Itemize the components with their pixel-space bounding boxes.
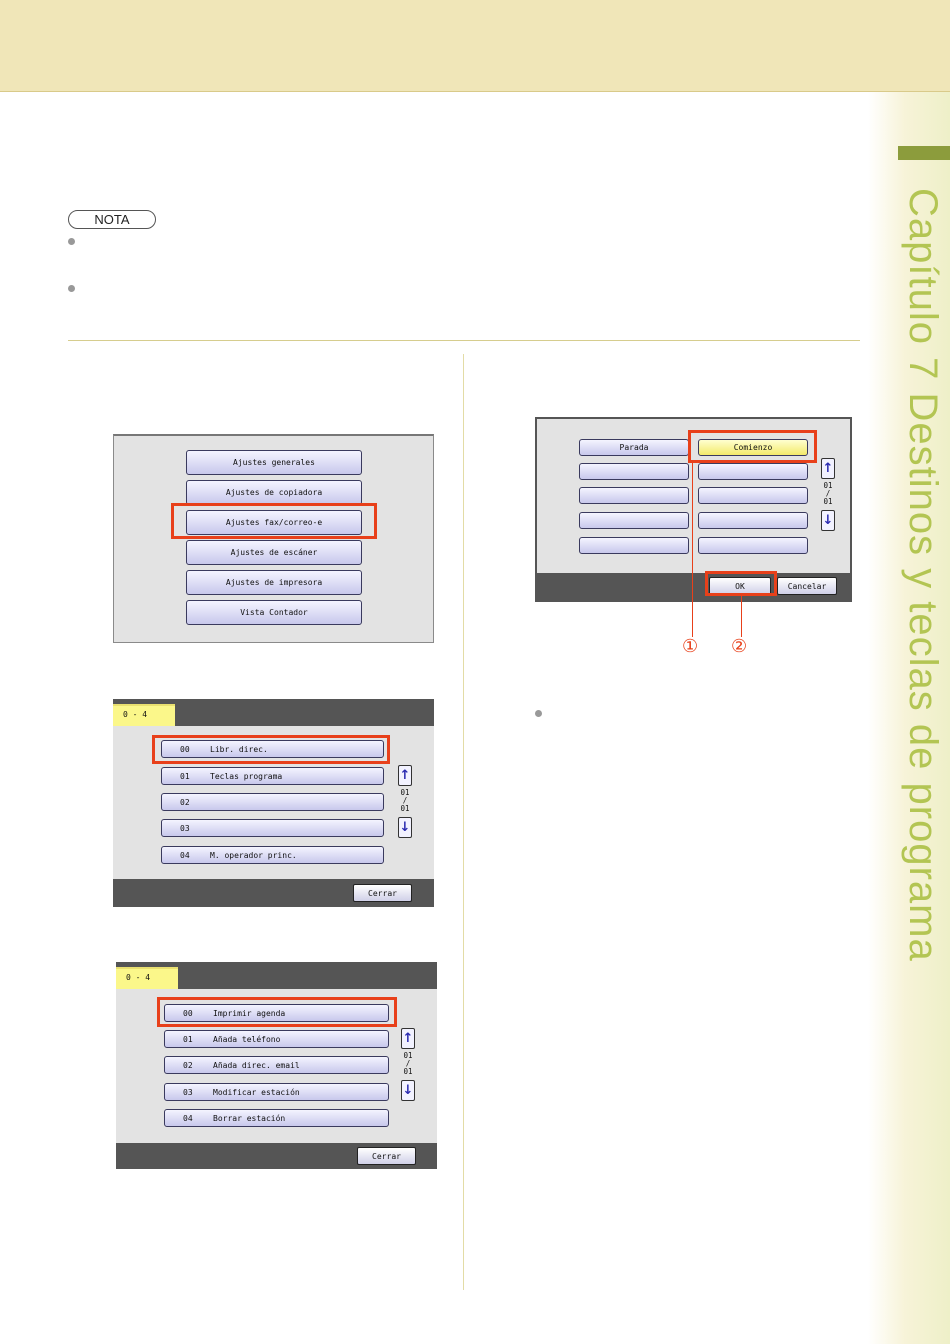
copier-settings-button[interactable]: Ajustes de copiadora bbox=[186, 480, 362, 505]
stop-button[interactable]: Parada bbox=[579, 439, 689, 456]
empty-key[interactable] bbox=[698, 537, 808, 554]
arrow-up-icon[interactable]: ↑ bbox=[398, 765, 412, 786]
chapter-sidebar bbox=[868, 92, 950, 1344]
highlight-print-directory bbox=[157, 997, 397, 1027]
callout-2: ② bbox=[731, 636, 748, 657]
printer-settings-button[interactable]: Ajustes de impresora bbox=[186, 570, 362, 595]
highlight-start bbox=[688, 430, 817, 463]
highlight-ok bbox=[705, 571, 777, 596]
cancel-button[interactable]: Cancelar bbox=[777, 577, 837, 595]
range-tab[interactable]: 0 - 4 bbox=[116, 967, 178, 989]
note-bullet-2 bbox=[68, 285, 75, 292]
arrow-up-icon[interactable]: ↑ bbox=[821, 458, 835, 479]
page-indicator: 01/01 bbox=[823, 481, 833, 506]
step-bullet bbox=[535, 710, 542, 717]
section-divider bbox=[68, 340, 860, 341]
list-item[interactable]: 03 bbox=[161, 819, 384, 837]
empty-key[interactable] bbox=[579, 537, 689, 554]
chapter-marker bbox=[898, 146, 950, 160]
close-button[interactable]: Cerrar bbox=[357, 1147, 416, 1165]
range-tab[interactable]: 0 - 4 bbox=[113, 704, 175, 726]
counter-view-button[interactable]: Vista Contador bbox=[186, 600, 362, 625]
header-band bbox=[0, 0, 950, 92]
arrow-down-icon[interactable]: ↓ bbox=[821, 510, 835, 531]
close-button[interactable]: Cerrar bbox=[353, 884, 412, 902]
print-confirm-screen: Parada Comienzo ↑ 01/01 ↓ OK Cancelar bbox=[535, 417, 852, 602]
callout-line-2 bbox=[741, 596, 742, 637]
chapter-title: Capítulo 7 Destinos y teclas de programa bbox=[901, 188, 945, 962]
scanner-settings-button[interactable]: Ajustes de escáner bbox=[186, 540, 362, 565]
note-bullet-1 bbox=[68, 238, 75, 245]
highlight-fax-email bbox=[171, 503, 377, 539]
general-settings-button[interactable]: Ajustes generales bbox=[186, 450, 362, 475]
note-label: NOTA bbox=[68, 210, 156, 229]
empty-key[interactable] bbox=[579, 487, 689, 504]
arrow-down-icon[interactable]: ↓ bbox=[398, 817, 412, 838]
empty-key[interactable] bbox=[579, 512, 689, 529]
column-divider bbox=[463, 354, 464, 1290]
page-indicator: 01/01 bbox=[400, 788, 410, 813]
list-item[interactable]: 02 bbox=[161, 793, 384, 811]
callout-1: ① bbox=[682, 636, 699, 657]
empty-key[interactable] bbox=[579, 463, 689, 480]
arrow-down-icon[interactable]: ↓ bbox=[401, 1080, 415, 1101]
empty-key[interactable] bbox=[698, 487, 808, 504]
arrow-up-icon[interactable]: ↑ bbox=[401, 1028, 415, 1049]
empty-key[interactable] bbox=[698, 463, 808, 480]
page-indicator: 01/01 bbox=[403, 1051, 413, 1076]
fax-email-settings-button[interactable]: Ajustes fax/correo-e bbox=[186, 510, 362, 535]
empty-key[interactable] bbox=[698, 512, 808, 529]
highlight-address-book bbox=[152, 735, 390, 764]
callout-line-1 bbox=[692, 463, 693, 637]
start-button[interactable]: Comienzo bbox=[698, 439, 808, 456]
